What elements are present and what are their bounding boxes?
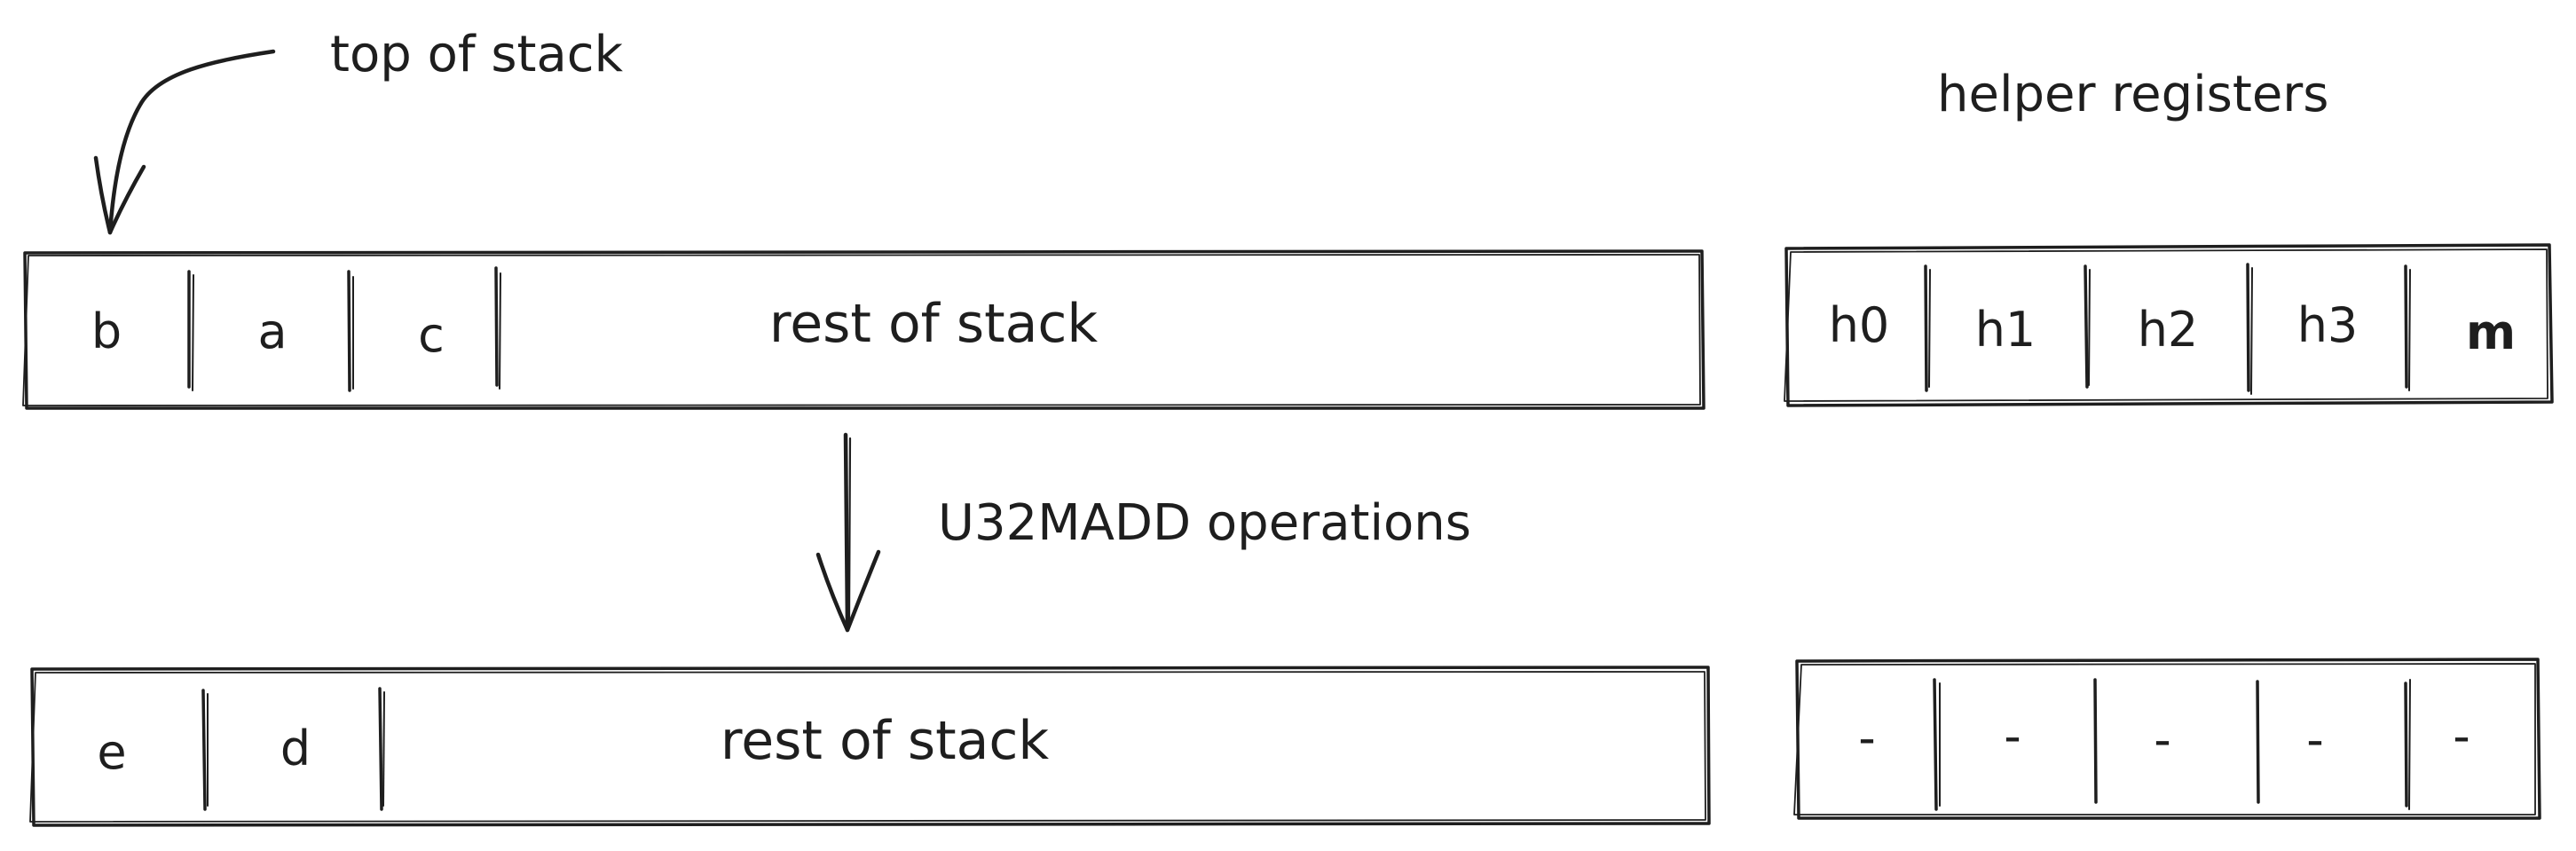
helper-cell: h3 [2297,297,2359,353]
stack-cell: c [418,307,445,363]
rest-of-stack-label: rest of stack [721,710,1050,772]
helper-cell: h0 [1829,297,1890,353]
stack-cell: b [91,303,122,359]
top-of-stack-arrow-icon [93,49,276,235]
operation-label: U32MADD operations [938,494,1471,552]
helper-cell: h2 [2138,302,2199,358]
helper-cell: - [2004,708,2021,764]
helper-cell: m [2466,304,2516,360]
helper-registers-label: helper registers [1937,66,2328,123]
stack-cell: d [280,721,311,776]
helper-registers-after: - - - - - [1793,658,2541,820]
stack-after: e d rest of stack [29,666,1711,827]
helper-cell: - [2154,712,2171,768]
helper-registers-before: h0 h1 h2 h3 m [1784,243,2554,407]
helper-cell: - [2306,712,2324,768]
stack-cell: a [257,303,287,359]
rest-of-stack-label: rest of stack [769,293,1099,355]
helper-cell: - [1858,710,1876,766]
helper-cell: - [2453,708,2470,764]
stack-cell: e [97,724,126,780]
helper-cell: h1 [1975,302,2036,358]
top-of-stack-label: top of stack [330,26,624,83]
stack-before: b a c rest of stack [22,249,1706,410]
transition-arrow-icon [815,432,881,633]
